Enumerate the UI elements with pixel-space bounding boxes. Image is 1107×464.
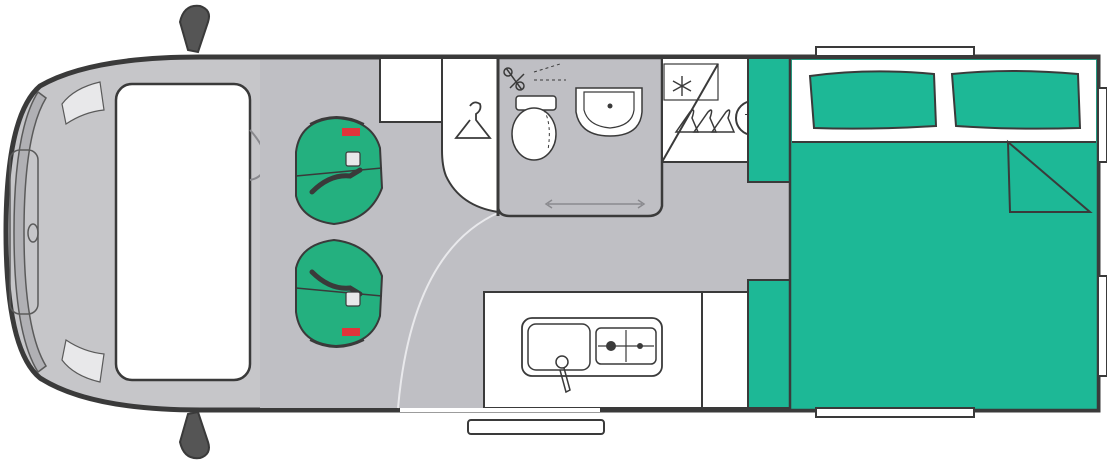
headlight-bottom: [61, 339, 105, 383]
wash-basin-icon: [575, 87, 643, 137]
entrance-step: [467, 419, 605, 435]
window-rear-top: [1097, 87, 1107, 163]
snowflake-icon: [672, 76, 692, 96]
wardrobe: [441, 57, 499, 214]
window-lower: [815, 407, 975, 418]
tap-icon: [555, 355, 571, 394]
lower-side-bench: [747, 279, 793, 409]
driver-seat: [295, 116, 384, 226]
pillow-left: [808, 70, 938, 130]
window-rear-bottom: [1097, 275, 1107, 377]
toilet-icon: [511, 95, 557, 161]
sink-icon: [527, 323, 591, 371]
shower-icon: [503, 63, 566, 91]
hob-icon: [595, 327, 657, 365]
left-mirror: [178, 4, 210, 54]
door-swing-arc: [397, 211, 501, 409]
coat-hanger-icon: [454, 101, 492, 139]
overhead-cabinet: [379, 57, 443, 123]
sliding-door-arrow: [544, 199, 646, 209]
front-bumper: [13, 90, 47, 374]
dashboard: [114, 82, 252, 382]
fridge-door: [663, 63, 719, 101]
front-badge: [27, 223, 39, 243]
right-mirror: [178, 410, 210, 460]
headlight-top: [61, 81, 105, 125]
kitchen-cabinet: [701, 291, 749, 409]
hob-sink-unit: [521, 317, 663, 377]
passenger-seat: [295, 238, 384, 348]
bed-blanket-fold: [1006, 139, 1093, 213]
hangers-icon: [674, 109, 736, 133]
upper-side-bench: [747, 57, 793, 183]
window-upper: [815, 46, 975, 57]
fridge-unit: [661, 57, 749, 163]
pillow-right: [950, 70, 1082, 130]
